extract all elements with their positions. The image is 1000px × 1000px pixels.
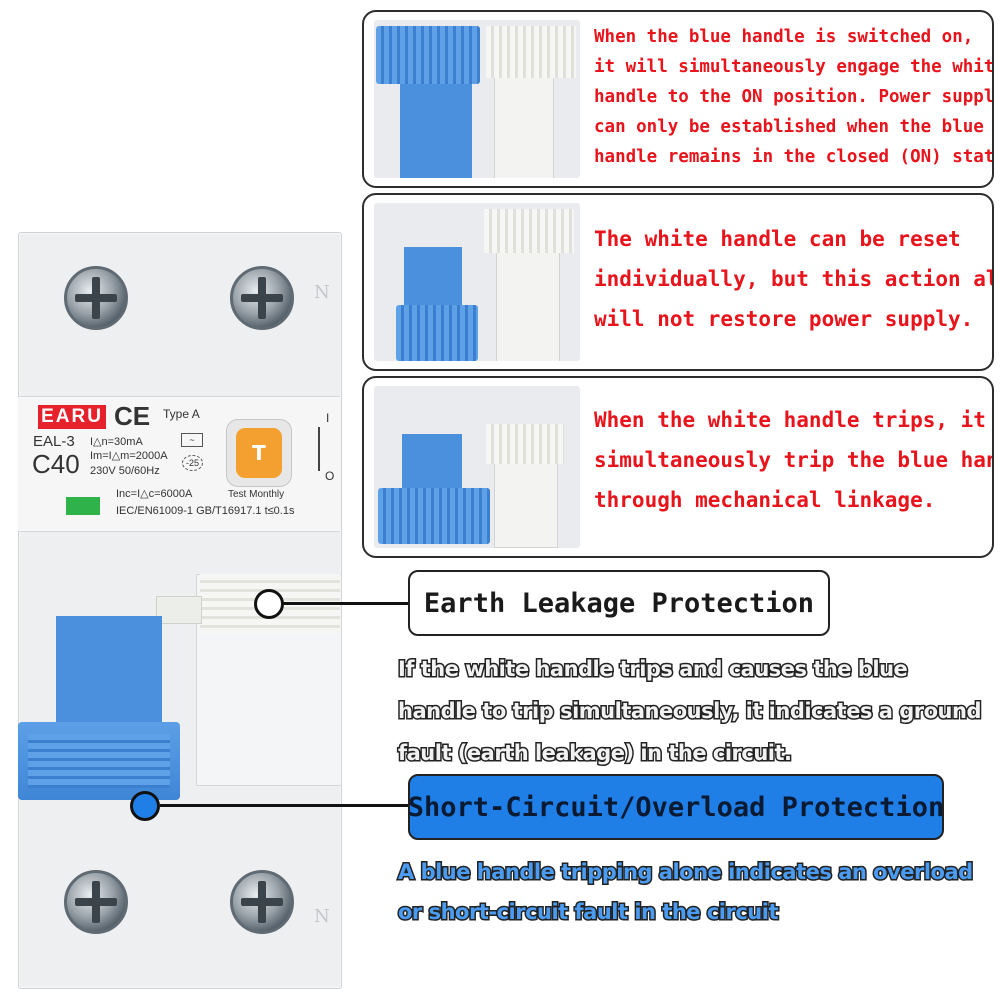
standards-label: IEC/EN61009-1 GB/T16917.1 t≤0.1s: [116, 505, 295, 517]
switch-on-mark: I: [326, 411, 330, 425]
model-label: EAL-3: [33, 433, 75, 450]
terminal-screw-bottom-right: [230, 870, 294, 934]
switch-off-mark: O: [325, 469, 335, 483]
blue-handle[interactable]: [18, 722, 180, 800]
neutral-mark-top: N: [314, 282, 330, 303]
short-circuit-title: Short-Circuit/Overload Protection: [408, 774, 944, 840]
spec-line-3: 230V 50/60Hz: [90, 465, 160, 477]
spec-line-2: Im=I△m=2000A: [90, 450, 168, 462]
neutral-mark-bottom: N: [314, 906, 330, 927]
terminal-screw-top-left: [64, 266, 128, 330]
switch-arrow: [318, 427, 320, 471]
terminal-screw-bottom-left: [64, 870, 128, 934]
callout-text-1: When the blue handle is switched on, it …: [594, 27, 994, 167]
short-circuit-connector: [160, 804, 410, 807]
wave-icon: ~: [181, 433, 203, 447]
callout-image-2: [374, 203, 580, 361]
test-button[interactable]: T: [226, 419, 292, 487]
earth-leakage-title: Earth Leakage Protection: [408, 570, 830, 636]
callout-box-1: When the blue handle is switched on, it …: [362, 10, 994, 188]
blue-handle-body: [56, 616, 162, 728]
breaking-capacity: Inc=I△c=6000A: [116, 488, 193, 500]
breaker-label-panel: EARU CE Type A EAL-3 C40 I△n=30mA Im=I△m…: [18, 396, 340, 532]
test-monthly-label: Test Monthly: [228, 489, 285, 500]
short-circuit-pointer-dot: [130, 791, 160, 821]
ce-mark: CE: [114, 401, 151, 431]
earth-leakage-connector: [282, 602, 410, 605]
callout-text-3: When the white handle trips, it will sim…: [594, 408, 994, 512]
short-circuit-description: A blue handle tripping alone indicates a…: [397, 859, 975, 926]
callout-box-2: The white handle can be reset individual…: [362, 193, 994, 371]
callout-box-3: When the white handle trips, it will sim…: [362, 376, 994, 558]
earth-leakage-description: If the white handle trips and causes the…: [397, 656, 984, 767]
type-label: Type A: [163, 407, 200, 421]
status-indicator: [66, 497, 100, 515]
brand-logo: EARU: [38, 405, 106, 429]
spec-line-1: I△n=30mA: [90, 436, 143, 448]
terminal-screw-top-right: [230, 266, 294, 330]
temp-mark: -25: [182, 455, 204, 471]
callout-text-2: The white handle can be reset individual…: [594, 227, 994, 331]
rating-label: C40: [32, 449, 80, 479]
callout-image-3: [374, 386, 580, 548]
white-handle-tab: [156, 596, 202, 624]
callout-image-1: [374, 20, 580, 178]
earth-leakage-pointer-dot: [254, 589, 284, 619]
